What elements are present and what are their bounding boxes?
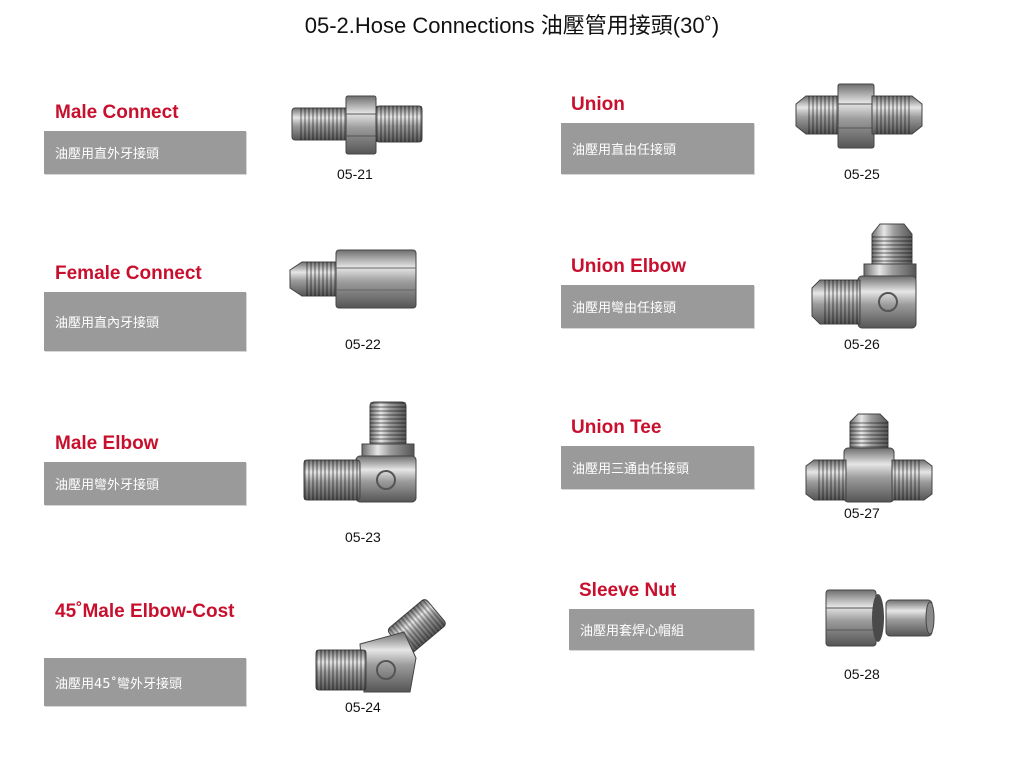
part-code-05-26: 05-26 <box>844 336 880 352</box>
item-desc-male-elbow: 油壓用彎外牙接頭 <box>44 462 246 505</box>
part-code-05-23: 05-23 <box>345 529 381 545</box>
item-desc-sleeve-nut: 油壓用套焊心帽組 <box>569 609 754 650</box>
part-code-05-24: 05-24 <box>345 699 381 715</box>
item-title-male-elbow: Male Elbow <box>55 433 159 454</box>
page-title: 05-2.Hose Connections 油壓管用接頭(30˚) <box>304 13 720 38</box>
item-title-union-tee: Union Tee <box>571 417 662 438</box>
union-tee-icon <box>805 413 933 503</box>
part-code-05-25: 05-25 <box>844 166 880 182</box>
part-code-05-21: 05-21 <box>337 166 373 182</box>
item-desc-45-male-elbow: 油壓用45˚彎外牙接頭 <box>44 658 246 706</box>
union-elbow-icon <box>811 223 917 329</box>
item-title-union-elbow: Union Elbow <box>571 256 687 277</box>
male-elbow-icon <box>303 401 417 503</box>
item-desc-female-connect: 油壓用直內牙接頭 <box>44 292 246 351</box>
part-code-05-27: 05-27 <box>844 505 880 521</box>
item-title-male-connect: Male Connect <box>55 102 179 123</box>
union-icon <box>795 83 923 149</box>
item-title-sleeve-nut: Sleeve Nut <box>579 580 677 601</box>
item-desc-union-elbow: 油壓用彎由任接頭 <box>561 285 754 328</box>
item-desc-union-tee: 油壓用三通由任接頭 <box>561 446 754 489</box>
item-desc-male-connect: 油壓用直外牙接頭 <box>44 131 246 174</box>
female-connector-icon <box>289 249 417 309</box>
item-title-45-male-elbow: 45˚Male Elbow-Cost <box>55 601 235 622</box>
sleeve-nut-icon <box>825 589 935 647</box>
male-connector-icon <box>291 95 423 155</box>
item-title-union: Union <box>571 94 625 115</box>
part-code-05-22: 05-22 <box>345 336 381 352</box>
item-title-female-connect: Female Connect <box>55 263 202 284</box>
45-male-elbow-icon <box>315 597 447 693</box>
part-code-05-28: 05-28 <box>844 666 880 682</box>
item-desc-union: 油壓用直由任接頭 <box>561 123 754 174</box>
